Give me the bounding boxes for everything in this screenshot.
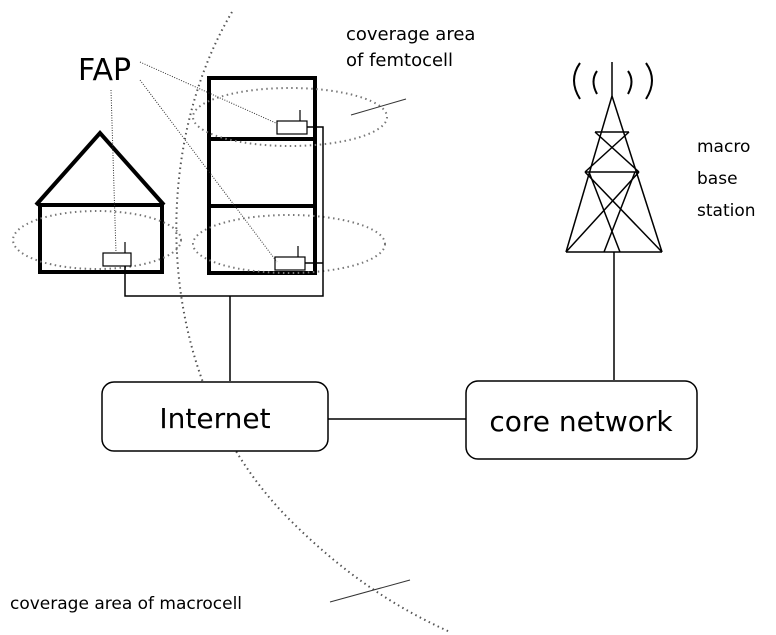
macrocell-coverage-label: coverage area of macrocell xyxy=(10,594,242,614)
building-floor-middle xyxy=(207,137,317,208)
femtocell-coverage-building-top xyxy=(192,87,388,147)
femtocell-wiring xyxy=(124,126,324,381)
femtocell-coverage-label-line1: coverage area xyxy=(346,24,475,45)
fap-device-house xyxy=(102,242,132,267)
fap-pointer-lines xyxy=(110,61,279,263)
femtocell-coverage-building-bottom xyxy=(192,214,386,274)
radio-wave-icon xyxy=(573,62,653,100)
macrocell-coverage-pointer xyxy=(329,579,411,603)
femtocell-coverage-label-line2: of femtocell xyxy=(346,50,453,71)
macro-base-station-tower xyxy=(565,62,663,380)
internet-label: Internet xyxy=(159,402,270,435)
building-floor-bottom xyxy=(207,204,317,275)
house-body xyxy=(38,203,164,274)
fap-device-building-bottom xyxy=(274,246,306,271)
house xyxy=(34,129,166,274)
house-roof xyxy=(34,129,166,207)
core-network-box xyxy=(465,380,698,460)
femtocell-coverage-house xyxy=(12,210,182,270)
core-network-label: core network xyxy=(489,405,673,438)
apartment-building xyxy=(207,76,317,275)
fap-device-building-top xyxy=(276,110,308,135)
macro-base-station-label-line2: base xyxy=(697,169,738,189)
femtocell-coverage-pointer xyxy=(350,98,407,116)
fap-label: FAP xyxy=(78,53,131,88)
macro-base-station-label-line1: macro xyxy=(697,137,750,157)
macro-base-station-label-line3: station xyxy=(697,201,756,221)
internet-box xyxy=(101,381,329,452)
